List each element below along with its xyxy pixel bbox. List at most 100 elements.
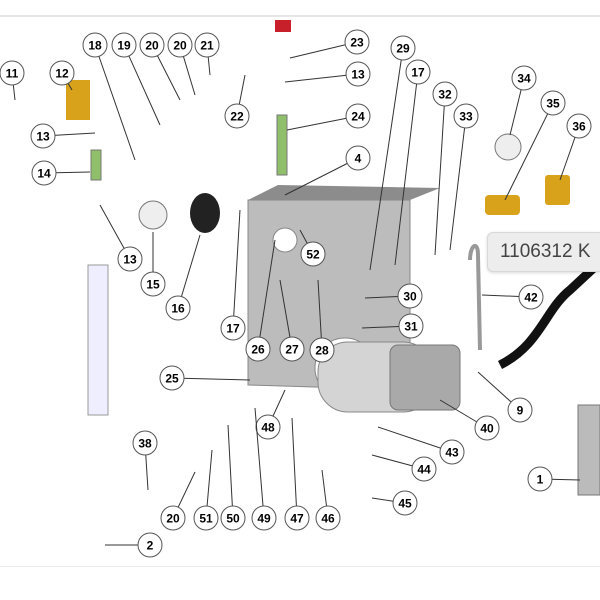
callout-number: 38: [138, 437, 152, 451]
callout-number: 25: [165, 372, 179, 386]
callout-11: 11: [0, 60, 25, 101]
callout-number: 13: [351, 68, 365, 82]
callout-16: 16: [165, 234, 201, 321]
callout-number: 23: [350, 36, 364, 50]
callout-43: 43: [377, 426, 465, 465]
callout-17: 17: [220, 209, 246, 341]
callout-number: 14: [37, 167, 51, 181]
gauge-15: [138, 200, 168, 230]
callout-47: 47: [284, 417, 310, 531]
callout-circle: [309, 337, 335, 363]
callout-number: 43: [445, 446, 459, 460]
callout-40: 40: [439, 399, 500, 441]
callout-circle: [392, 490, 418, 516]
callout-2: 2: [105, 532, 163, 558]
callout-circle: [140, 271, 166, 297]
solenoid-36: [545, 175, 570, 205]
callout-number: 34: [517, 72, 531, 86]
callout-number: 19: [117, 39, 131, 53]
callout-number: 33: [459, 110, 473, 124]
callout-50: 50: [220, 424, 246, 531]
callout-circle: [194, 32, 220, 58]
callout-51: 51: [193, 449, 219, 531]
pipe-24: [276, 114, 288, 176]
callout-30: 30: [364, 283, 423, 309]
frame-hole: [272, 227, 298, 253]
callout-circle: [245, 336, 271, 362]
leader-line: [232, 209, 241, 329]
gauge-16: [190, 193, 220, 233]
callout-number: 52: [306, 248, 320, 262]
pump-motor: [389, 344, 461, 411]
leader-line: [94, 44, 136, 161]
leader-line: [257, 239, 276, 350]
callout-number: 29: [396, 42, 410, 56]
callout-circle: [30, 123, 56, 149]
callout-14: 14: [31, 160, 91, 186]
callout-28: 28: [309, 279, 335, 363]
callout-circle: [49, 60, 75, 86]
callout-33: 33: [449, 103, 479, 251]
callout-25: 25: [159, 365, 251, 391]
callout-23: 23: [289, 29, 370, 59]
callout-circle: [345, 103, 371, 129]
callout-circle: [82, 32, 108, 58]
part-number-tooltip: 1106312 K: [487, 232, 600, 272]
callout-24: 24: [286, 103, 371, 131]
callout-circle: [220, 315, 246, 341]
callout-circle: [540, 90, 566, 116]
callout-48: 48: [255, 389, 286, 440]
callout-circle: [390, 35, 416, 61]
callout-circle: [111, 32, 137, 58]
callout-20: 20: [160, 471, 196, 531]
callout-circle: [398, 313, 424, 339]
leader-line: [377, 426, 453, 453]
callout-27: 27: [279, 279, 305, 362]
leader-line: [177, 234, 201, 309]
callout-number: 26: [251, 343, 265, 357]
callout-number: 20: [166, 512, 180, 526]
callout-number: 46: [321, 512, 335, 526]
callout-13: 13: [99, 204, 143, 272]
callout-number: 51: [199, 512, 213, 526]
callout-circle: [255, 414, 281, 440]
callout-circle: [159, 365, 185, 391]
callout-number: 22: [230, 110, 244, 124]
callout-circle: [345, 61, 371, 87]
callout-number: 24: [351, 110, 365, 124]
callout-circle: [251, 505, 277, 531]
callout-49: 49: [251, 407, 277, 531]
hose: [497, 260, 600, 370]
leader-line: [434, 93, 446, 256]
callout-circle: [507, 397, 533, 423]
callout-circle: [432, 81, 458, 107]
callout-circle: [224, 103, 250, 129]
callout-15: 15: [140, 232, 166, 297]
callout-32: 32: [432, 81, 458, 256]
callout-21: 21: [194, 32, 220, 76]
frame-top-flange: [248, 185, 440, 200]
callout-52: 52: [299, 229, 326, 267]
callout-circle: [193, 505, 219, 531]
callout-number: 42: [524, 291, 538, 305]
leader-line: [123, 44, 161, 126]
callout-number: 12: [55, 67, 69, 81]
callout-circle: [0, 60, 25, 86]
callout-number: 36: [572, 120, 586, 134]
callout-circle: [139, 32, 165, 58]
callout-9: 9: [477, 371, 533, 423]
callout-number: 11: [6, 67, 19, 81]
callout-circle: [31, 160, 57, 186]
callout-number: 17: [411, 66, 425, 80]
tube-42: [468, 244, 482, 351]
callout-number: 16: [171, 302, 185, 316]
callout-number: 9: [517, 404, 524, 418]
callout-circle: [453, 103, 479, 129]
callout-circle: [165, 295, 191, 321]
callout-circle: [474, 415, 500, 441]
leader-line: [171, 377, 251, 381]
callout-44: 44: [371, 454, 437, 482]
callout-26: 26: [245, 239, 276, 362]
